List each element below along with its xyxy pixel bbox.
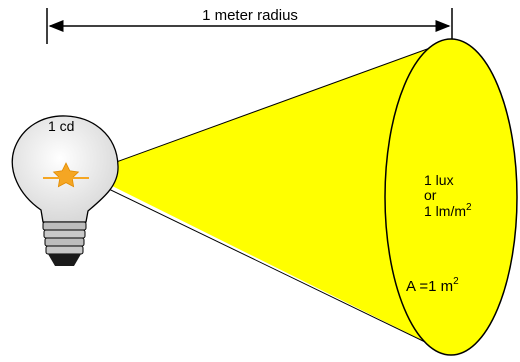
illuminance-line-1: 1 lux — [424, 172, 454, 188]
area-value: A =1 m — [406, 278, 453, 295]
illuminance-unit-exponent: 2 — [466, 202, 472, 213]
light-cone — [85, 38, 518, 356]
radius-label: 1 meter radius — [202, 7, 298, 24]
bulb-base — [42, 221, 87, 266]
illuminance-unit: 1 lm/m — [424, 203, 466, 219]
source-label: 1 cd — [48, 118, 74, 134]
illuminance-label: 1 lux or 1 lm/m2 — [424, 172, 472, 219]
illuminance-line-2: or — [424, 187, 437, 203]
filament-star-icon — [52, 162, 80, 188]
radius-dimension: 1 meter radius — [46, 7, 453, 44]
cone-edge-bottom — [85, 177, 453, 356]
light-bulb — [11, 115, 119, 266]
cone-edge-top — [85, 39, 453, 174]
illuminated-surface — [384, 38, 518, 356]
illuminance-line-3: 1 lm/m2 — [424, 202, 472, 219]
area-label: A =1 m2 — [406, 276, 459, 295]
area-exponent: 2 — [453, 276, 459, 287]
cone-body — [86, 40, 452, 355]
